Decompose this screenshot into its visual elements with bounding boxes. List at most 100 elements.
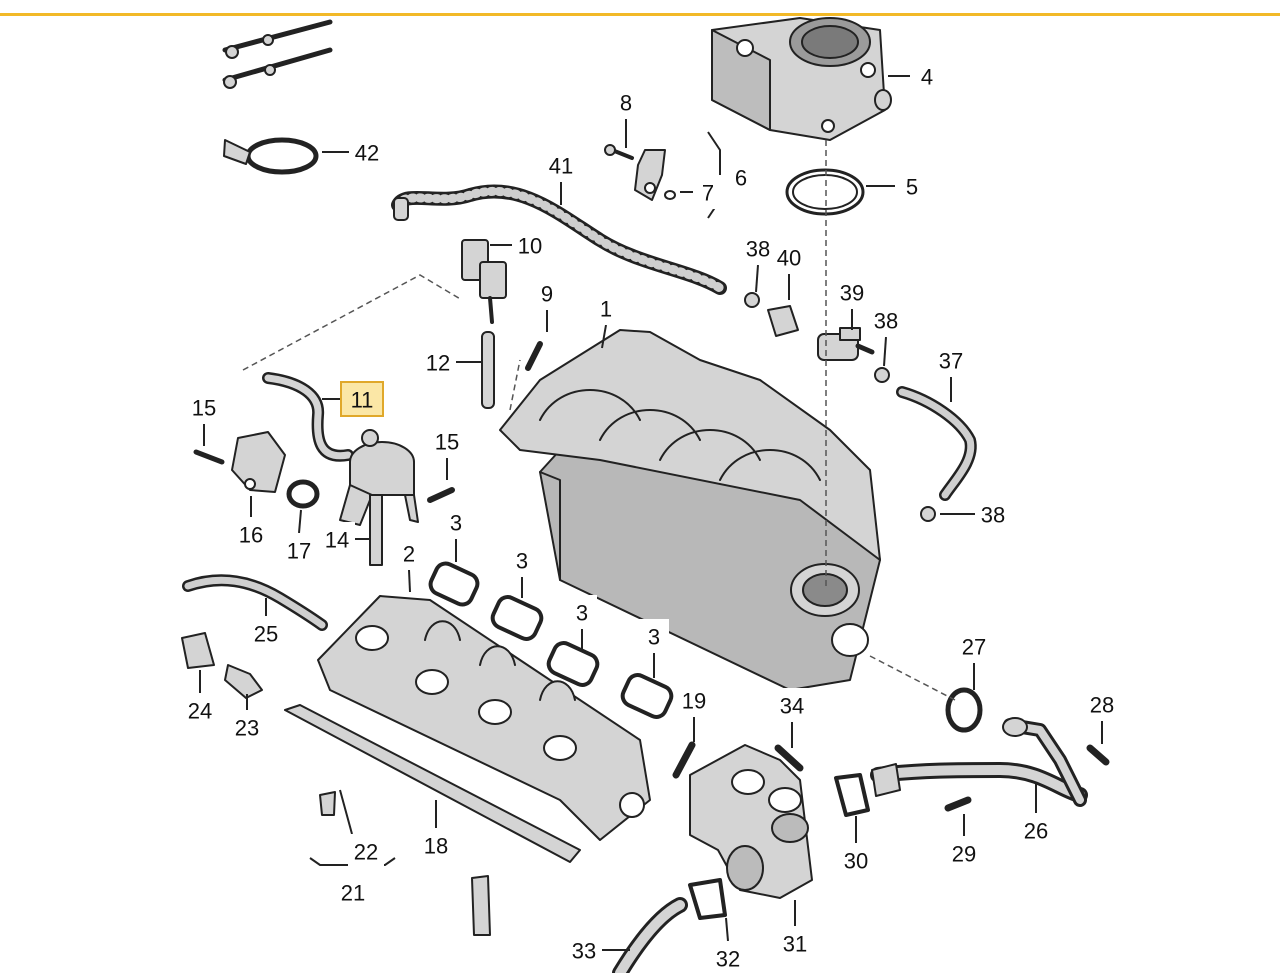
callout-layer: 1233334567891011121415151617181921222324… xyxy=(182,59,1120,973)
callout-box xyxy=(418,828,454,862)
callout-box xyxy=(975,497,1011,531)
callout-label: 34 xyxy=(780,694,804,719)
callout-label: 40 xyxy=(777,246,801,271)
leader-line-38a xyxy=(755,264,759,293)
callout-part-1[interactable]: 1 xyxy=(591,291,621,325)
callout-label: 19 xyxy=(682,689,706,714)
callout-label: 9 xyxy=(541,282,553,307)
callout-label: 33 xyxy=(572,939,596,964)
callout-part-38b[interactable]: 38 xyxy=(868,303,904,337)
callout-part-5[interactable]: 5 xyxy=(895,169,929,203)
callout-part-23[interactable]: 23 xyxy=(229,710,265,744)
callout-part-15a[interactable]: 15 xyxy=(186,390,222,424)
callout-part-42[interactable]: 42 xyxy=(349,135,385,169)
callout-part-14[interactable]: 14 xyxy=(319,522,355,556)
callout-part-19[interactable]: 19 xyxy=(676,683,712,717)
callout-box xyxy=(441,505,471,539)
callout-part-28[interactable]: 28 xyxy=(1084,687,1120,721)
callout-part-37[interactable]: 37 xyxy=(933,343,969,377)
callout-part-3d[interactable]: 3 xyxy=(639,619,669,653)
callout-part-16[interactable]: 16 xyxy=(233,517,269,551)
hose-clip-drawing xyxy=(920,506,936,522)
callout-box xyxy=(532,276,562,310)
callout-box xyxy=(946,836,982,870)
callout-part-40[interactable]: 40 xyxy=(771,240,807,274)
callout-part-29[interactable]: 29 xyxy=(946,836,982,870)
callout-box xyxy=(566,933,602,967)
callout-box xyxy=(348,834,384,868)
callout-part-17[interactable]: 17 xyxy=(281,533,317,567)
callout-box xyxy=(340,381,384,417)
callout-box xyxy=(229,710,265,744)
callout-part-12[interactable]: 12 xyxy=(420,345,456,379)
callout-box xyxy=(186,390,222,424)
callout-part-26[interactable]: 26 xyxy=(1018,813,1054,847)
callout-part-25[interactable]: 25 xyxy=(248,616,284,650)
leader-line-38b xyxy=(883,336,887,367)
bolt-drawing xyxy=(672,741,696,779)
callout-part-3b[interactable]: 3 xyxy=(507,543,537,577)
callout-box xyxy=(591,291,621,325)
callout-part-18[interactable]: 18 xyxy=(418,828,454,862)
callout-part-38c[interactable]: 38 xyxy=(975,497,1011,531)
temp-sensor-drawing xyxy=(319,791,336,816)
callout-label: 16 xyxy=(239,523,263,548)
callout-label: 11 xyxy=(351,388,374,413)
callout-label: 3 xyxy=(450,511,462,536)
callout-label: 27 xyxy=(962,635,986,660)
leader-line-22 xyxy=(339,789,353,835)
callout-part-3a[interactable]: 3 xyxy=(441,505,471,539)
plug-and-nipple-drawing xyxy=(181,632,263,699)
sender-drawing xyxy=(471,875,491,936)
callout-part-10[interactable]: 10 xyxy=(512,228,548,262)
callout-box xyxy=(910,59,944,93)
throttle-body-drawing xyxy=(711,17,892,141)
callout-part-31[interactable]: 31 xyxy=(777,926,813,960)
hose-clip-drawing xyxy=(874,367,890,383)
manifold-gasket-drawing xyxy=(284,704,581,863)
callout-part-15b[interactable]: 15 xyxy=(429,424,465,458)
callout-part-11[interactable]: 11 xyxy=(340,381,384,417)
callout-label: 1 xyxy=(600,297,612,322)
egr-seal-drawing xyxy=(945,687,983,733)
top-bar xyxy=(0,0,1280,14)
callout-box xyxy=(394,536,424,570)
callout-part-9[interactable]: 9 xyxy=(532,276,562,310)
seal-ring-drawing xyxy=(286,479,320,509)
callout-box xyxy=(693,175,723,209)
bolt-drawing xyxy=(1086,744,1110,766)
callout-part-3c[interactable]: 3 xyxy=(567,595,597,629)
callout-part-2[interactable]: 2 xyxy=(394,536,424,570)
callout-part-32[interactable]: 32 xyxy=(710,941,746,973)
callout-label: 3 xyxy=(516,549,528,574)
callout-label: 2 xyxy=(403,542,415,567)
callout-box xyxy=(838,843,874,877)
callout-part-34[interactable]: 34 xyxy=(774,688,810,722)
callout-box xyxy=(771,240,807,274)
callout-part-38a[interactable]: 38 xyxy=(740,231,776,265)
inline-valve-drawing xyxy=(817,327,875,361)
callout-part-8[interactable]: 8 xyxy=(611,85,641,119)
callout-part-4[interactable]: 4 xyxy=(910,59,944,93)
callout-box xyxy=(834,275,870,309)
callout-box xyxy=(777,926,813,960)
callout-box xyxy=(726,160,756,194)
callout-part-27[interactable]: 27 xyxy=(956,629,992,663)
callout-part-21[interactable]: 21 xyxy=(335,875,371,909)
callout-part-7[interactable]: 7 xyxy=(693,175,723,209)
callout-box xyxy=(420,345,456,379)
callout-part-39[interactable]: 39 xyxy=(834,275,870,309)
port-gasket-drawings xyxy=(428,561,674,719)
callout-part-33[interactable]: 33 xyxy=(566,933,602,967)
callout-part-30[interactable]: 30 xyxy=(838,843,874,877)
callout-part-6[interactable]: 6 xyxy=(726,160,756,194)
callout-box xyxy=(248,616,284,650)
vacuum-hose-short-drawing xyxy=(481,331,495,409)
callout-label: 42 xyxy=(355,141,379,166)
callout-part-22[interactable]: 22 xyxy=(348,834,384,868)
callout-part-41[interactable]: 41 xyxy=(543,148,579,182)
callout-part-24[interactable]: 24 xyxy=(182,693,218,727)
callout-box xyxy=(429,424,465,458)
callout-label: 24 xyxy=(188,699,212,724)
bolt-drawing xyxy=(427,487,455,503)
